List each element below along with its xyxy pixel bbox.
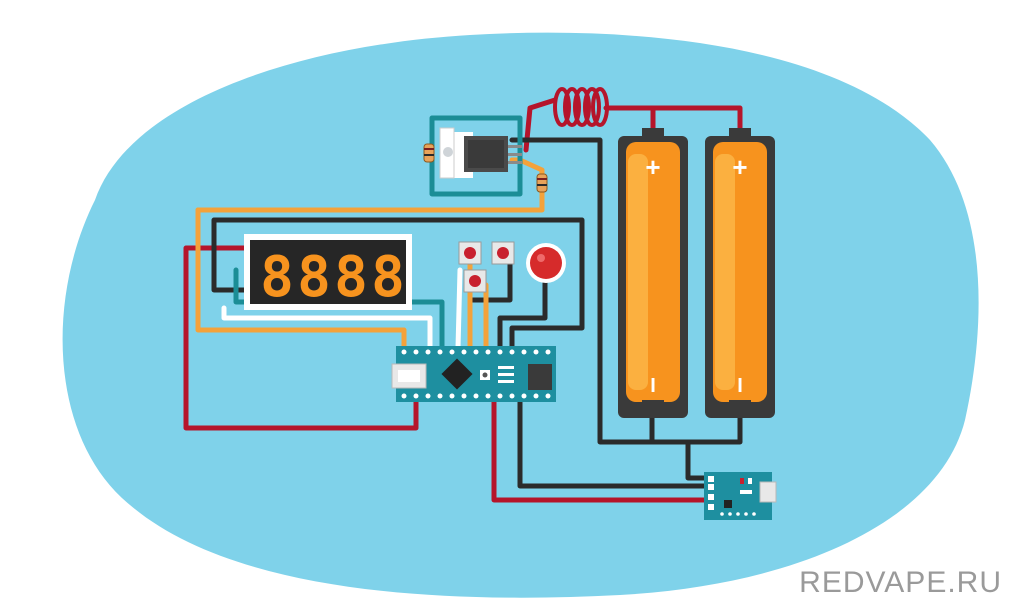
- wire-red-display-loop: [183, 245, 419, 431]
- fire-button[interactable]: [526, 243, 566, 283]
- battery-left: + I: [618, 128, 688, 418]
- coil-icon: [553, 87, 609, 127]
- resistor-icon: [423, 143, 435, 163]
- resistor-icon: [536, 173, 548, 193]
- wire-red-charger: [491, 395, 715, 503]
- push-button-icon[interactable]: [458, 241, 482, 265]
- display-digit-4: 8: [371, 245, 405, 310]
- watermark: REDVAPE.RU: [799, 566, 1002, 599]
- seven-segment-display-icon: 8 8 8 8: [244, 234, 412, 310]
- battery-minus-label: I: [737, 375, 743, 397]
- battery-plus-label: +: [732, 152, 747, 182]
- wire-red-coil-left: [523, 97, 558, 153]
- wire-black-fire-button: [497, 277, 548, 351]
- display-digit-1: 8: [260, 245, 294, 310]
- wire-black-nano-charger: [517, 395, 715, 489]
- wire-black-display-top: [211, 217, 585, 351]
- wire-red-battery-link: [650, 105, 743, 138]
- arduino-nano-icon: [391, 346, 556, 402]
- push-button-icon[interactable]: [491, 241, 515, 265]
- display-digit-2: 8: [297, 245, 331, 310]
- push-button-icon[interactable]: [463, 269, 487, 293]
- wire-teal-mosfet-loop: [429, 115, 523, 197]
- mosfet-icon: [439, 127, 522, 179]
- wire-white-button: [455, 267, 463, 351]
- wire-black-battery-bottom: [649, 409, 743, 445]
- wire-black-mosfet-to-battery: [509, 137, 655, 445]
- battery-minus-label: I: [650, 375, 656, 397]
- charger-board-icon: [704, 472, 777, 520]
- battery-right: + I: [705, 128, 775, 418]
- battery-plus-label: +: [645, 152, 660, 182]
- wire-orange-mosfet-gate: [195, 157, 545, 213]
- wire-white-display: [221, 305, 433, 351]
- display-digit-3: 8: [334, 245, 368, 310]
- wire-orange-display: [195, 207, 407, 351]
